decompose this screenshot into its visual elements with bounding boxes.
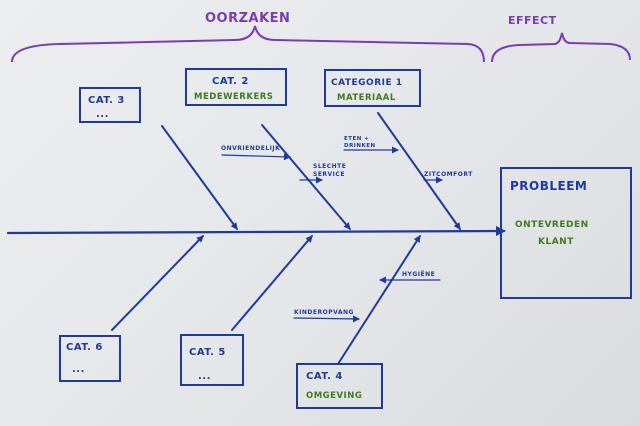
cause-eten-line1: ETEN + <box>344 136 369 142</box>
cause-zitcomfort: ZITCOMFORT <box>424 171 473 178</box>
bone-cat4 <box>337 235 421 365</box>
cat4-label: CAT. 4 <box>306 371 343 382</box>
cat5-label: CAT. 5 <box>189 347 226 358</box>
cat1-label: CATEGORIE 1 <box>331 78 403 88</box>
bone-cat1 <box>377 112 461 230</box>
cat2-label: CAT. 2 <box>212 76 249 87</box>
problem-box <box>500 167 632 299</box>
cat6-label: CAT. 6 <box>66 342 103 353</box>
cause-hygiene: HYGIËNE <box>402 271 435 278</box>
causes-heading: OORZAKEN <box>205 11 290 26</box>
bone-cat2 <box>261 124 351 230</box>
causes-brace <box>11 25 485 63</box>
bone-cat3 <box>161 125 238 230</box>
cause-eten-line2: DRINKEN <box>344 143 376 149</box>
cause-onvriendelijk: ONVRIENDELIJK <box>221 145 280 152</box>
category-box-cat2: CAT. 2 MEDEWERKERS <box>185 68 287 106</box>
category-box-cat6: CAT. 6 ... <box>59 335 121 382</box>
effect-brace <box>491 32 631 63</box>
cat3-label: CAT. 3 <box>88 95 125 106</box>
cause-slechte-line1: SLECHTE <box>313 163 346 170</box>
problem-line-1: ONTEVREDEN <box>515 220 589 230</box>
category-box-cat3: CAT. 3 ... <box>79 87 141 123</box>
cat6-sub: ... <box>72 364 85 375</box>
spine-arrow <box>6 226 506 237</box>
cat1-sub: MATERIAAL <box>337 93 396 103</box>
rib-onvriendelijk <box>221 153 291 161</box>
category-box-cat4: CAT. 4 OMGEVING <box>296 363 383 409</box>
category-box-cat5: CAT. 5 ... <box>180 334 244 386</box>
cause-slechte-line2: SERVICE <box>313 171 345 178</box>
bone-cat6 <box>111 235 204 331</box>
cause-kinderopvang: KINDEROPVANG <box>294 309 354 316</box>
rib-kinderopvang <box>293 315 360 323</box>
cat3-sub: ... <box>96 109 109 120</box>
cat2-sub: MEDEWERKERS <box>194 92 273 102</box>
cat5-sub: ... <box>198 371 211 382</box>
bone-cat5 <box>231 235 313 331</box>
problem-line-2: KLANT <box>538 237 574 247</box>
problem-title: PROBLEEM <box>510 179 587 193</box>
effect-heading: EFFECT <box>508 14 557 27</box>
cat4-sub: OMGEVING <box>306 391 362 401</box>
category-box-cat1: CATEGORIE 1 MATERIAAL <box>324 69 421 107</box>
